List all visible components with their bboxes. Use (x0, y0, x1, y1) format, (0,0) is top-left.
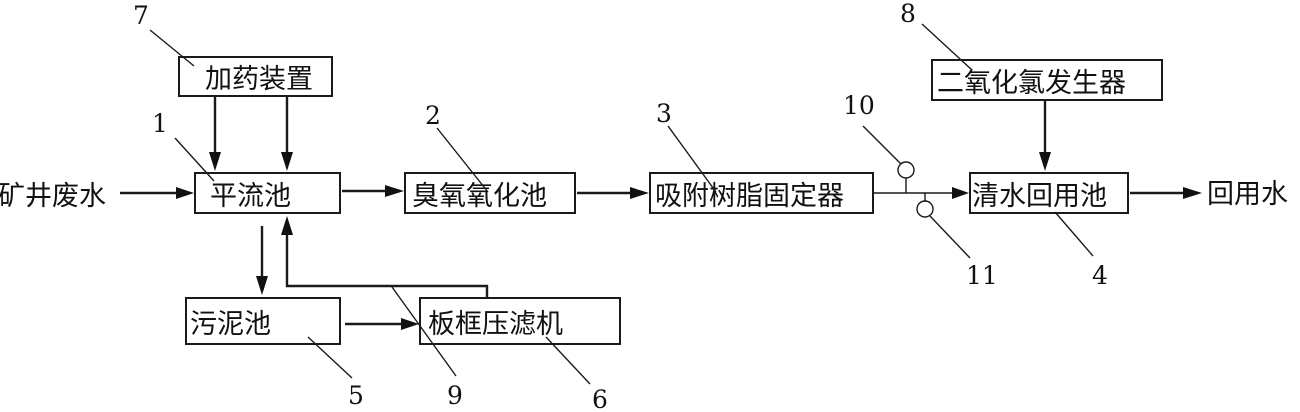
callout-8: 8 (900, 0, 916, 28)
meter-10-icon (897, 161, 915, 179)
advection-to-ozone-head (385, 185, 404, 197)
leader-9 (391, 286, 457, 377)
advection-to-sludge-head (256, 276, 268, 295)
callout-7: 7 (133, 1, 149, 30)
callout-1: 1 (152, 109, 168, 138)
ozone-to-resin-head (630, 187, 649, 199)
callout-5: 5 (348, 381, 364, 410)
chlorine-dioxide-generator-box (931, 59, 1163, 101)
leader-10 (862, 125, 902, 165)
leader-11 (929, 215, 971, 259)
callout-10: 10 (843, 91, 875, 120)
callout-3: 3 (656, 99, 672, 128)
ozone-tank-box (404, 172, 576, 214)
clearwater-tank-label: 清水回用池 (972, 181, 1107, 212)
leader-3 (667, 125, 717, 193)
leader-7 (149, 29, 195, 67)
callout-11: 11 (966, 261, 998, 290)
dosing-device-label: 加药装置 (205, 64, 313, 95)
dosing-device-box (178, 56, 333, 97)
meter-11-icon (916, 200, 934, 218)
advection-tank-box (194, 172, 341, 214)
leader-4 (1054, 211, 1094, 257)
generator-to-clearwater-head (1039, 152, 1051, 171)
chlorine-dioxide-generator-label: 二氧化氯发生器 (937, 68, 1126, 99)
filter-press-box (419, 297, 621, 345)
resin-to-clearwater-head (952, 187, 969, 199)
callout-6: 6 (592, 385, 608, 412)
sludge-tank-label: 污泥池 (190, 309, 271, 340)
dosing-arrow-2-head (281, 152, 293, 171)
leader-2 (436, 127, 489, 193)
leader-5 (307, 336, 353, 379)
sludge-to-press-head (401, 318, 419, 330)
dosing-arrow-1-head (209, 152, 221, 171)
leader-6 (545, 336, 591, 385)
mine-wastewater-label: 矿井废水 (0, 181, 106, 212)
filtrate-return-head (281, 216, 293, 235)
input-arrow-head (176, 187, 194, 199)
filtrate-return-line (285, 234, 489, 298)
reused-water-label: 回用水 (1207, 179, 1288, 210)
callout-9: 9 (447, 381, 463, 410)
leader-8 (921, 23, 973, 71)
sludge-tank-box (185, 297, 341, 345)
callout-2: 2 (425, 101, 441, 130)
ozone-tank-label: 臭氧氧化池 (412, 181, 547, 212)
leader-1 (174, 137, 215, 182)
callout-4: 4 (1092, 261, 1108, 290)
advection-tank-label: 平流池 (210, 181, 291, 212)
resin-fixer-label: 吸附树脂固定器 (655, 181, 844, 212)
clearwater-tank-box (969, 172, 1129, 214)
output-arrow-head (1183, 187, 1202, 199)
filter-press-label: 板框压滤机 (428, 309, 563, 340)
